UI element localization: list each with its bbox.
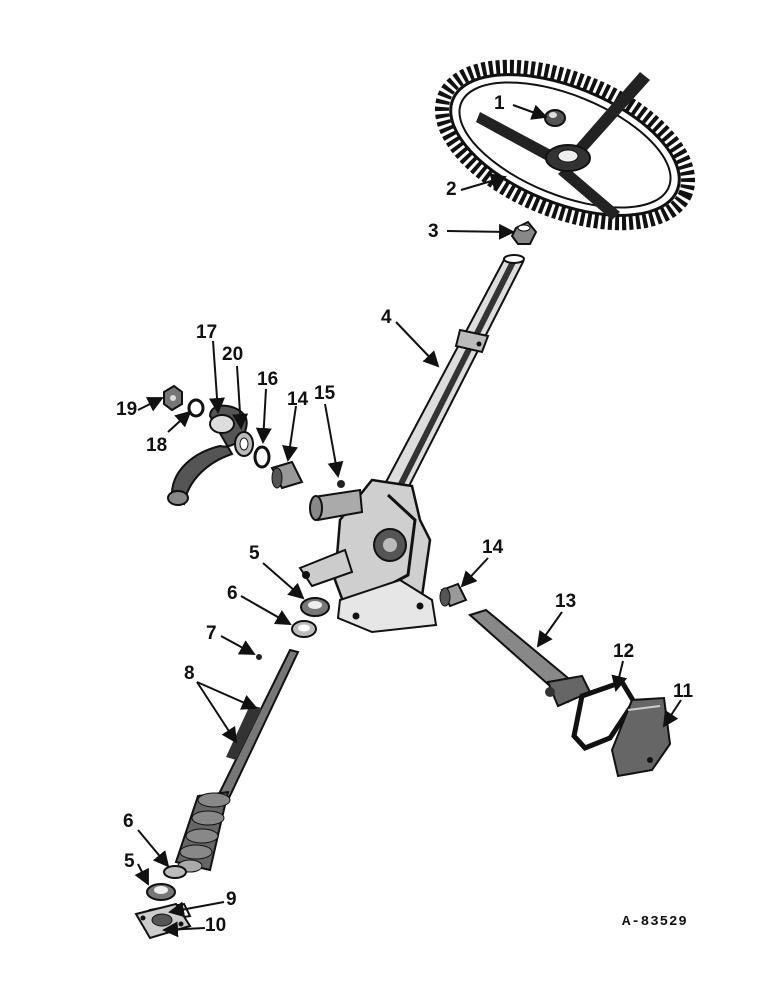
worm-shaft-part: [174, 648, 300, 873]
callout-7: 7: [206, 623, 217, 644]
lock-washer-part: [187, 398, 205, 418]
callout-10: 10: [205, 915, 227, 936]
sector-shaft-part: [468, 608, 592, 708]
ball-part: [256, 654, 262, 660]
callout-12: 12: [613, 641, 635, 662]
retaining-ring-part: [253, 445, 271, 469]
callout-8: 8: [184, 663, 195, 684]
gear-housing-part: [298, 478, 438, 634]
callout-16: 16: [257, 369, 279, 390]
bushing-part: [270, 460, 304, 490]
callout-2: 2: [446, 179, 457, 200]
seal-part: [234, 431, 254, 457]
bearing-cup-part: [146, 883, 176, 901]
figure-reference-code: A-83529: [622, 914, 688, 930]
pitman-arm-part: [167, 404, 248, 506]
grease-fitting-part: [337, 480, 345, 488]
wheel-nut-part: [510, 220, 538, 245]
callout-4: 4: [381, 307, 392, 328]
callout-5-lower: 5: [124, 851, 135, 872]
leader-lines: [134, 104, 682, 938]
bushing-part: [439, 582, 468, 608]
hub-cap-part: [544, 109, 566, 127]
callout-11: 11: [673, 681, 694, 702]
nut-part: [163, 384, 183, 412]
callout-9: 9: [226, 889, 237, 910]
callout-13: 13: [555, 591, 577, 612]
callout-18: 18: [146, 435, 168, 456]
callout-6-upper: 6: [227, 583, 238, 604]
callout-20: 20: [222, 344, 244, 365]
callout-1: 1: [494, 93, 505, 114]
side-cover-part: [610, 696, 672, 778]
bearing-cone-part: [291, 620, 317, 638]
bearing-cone-part: [163, 865, 187, 879]
steering-column-part: [384, 254, 525, 490]
callout-17: 17: [196, 322, 218, 343]
callout-19: 19: [116, 399, 138, 420]
callout-6-lower: 6: [123, 811, 134, 832]
steering-wheel: [434, 59, 696, 231]
callout-14-lower: 14: [482, 537, 504, 558]
callout-3: 3: [428, 221, 439, 242]
callout-15: 15: [314, 383, 336, 404]
callout-5-upper: 5: [249, 543, 260, 564]
callout-14-upper: 14: [287, 389, 309, 410]
bearing-cup-part: [300, 597, 330, 617]
